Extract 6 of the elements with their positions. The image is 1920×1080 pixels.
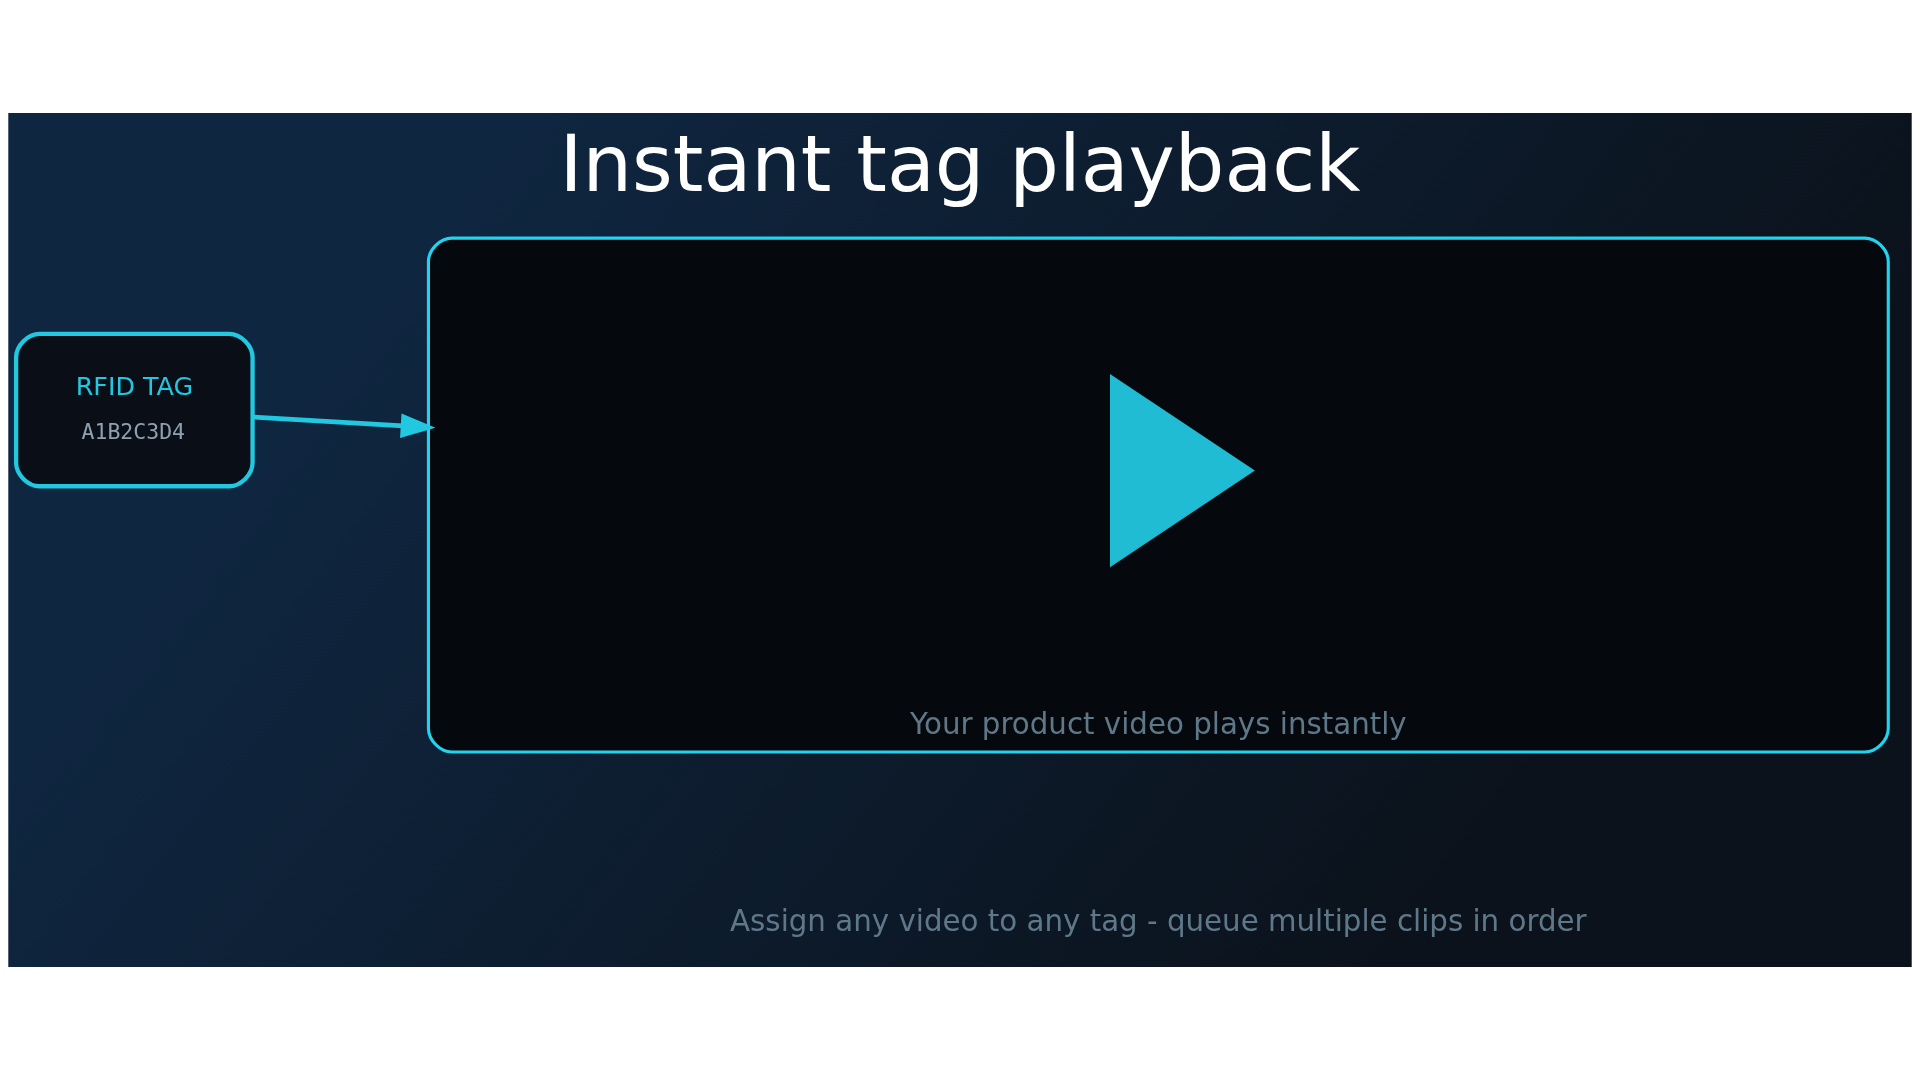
- cluster: Your product video plays instantly: [426, 236, 1890, 754]
- node-triangle: [1110, 374, 1255, 568]
- diagram-title: Instant tag playback: [559, 118, 1361, 210]
- caption: Assign any video to any tag - queue multiple clips in order: [730, 903, 1587, 938]
- arrow: [252, 413, 436, 438]
- node-box: RFID TAG A1B2C3D4: [13, 331, 255, 489]
